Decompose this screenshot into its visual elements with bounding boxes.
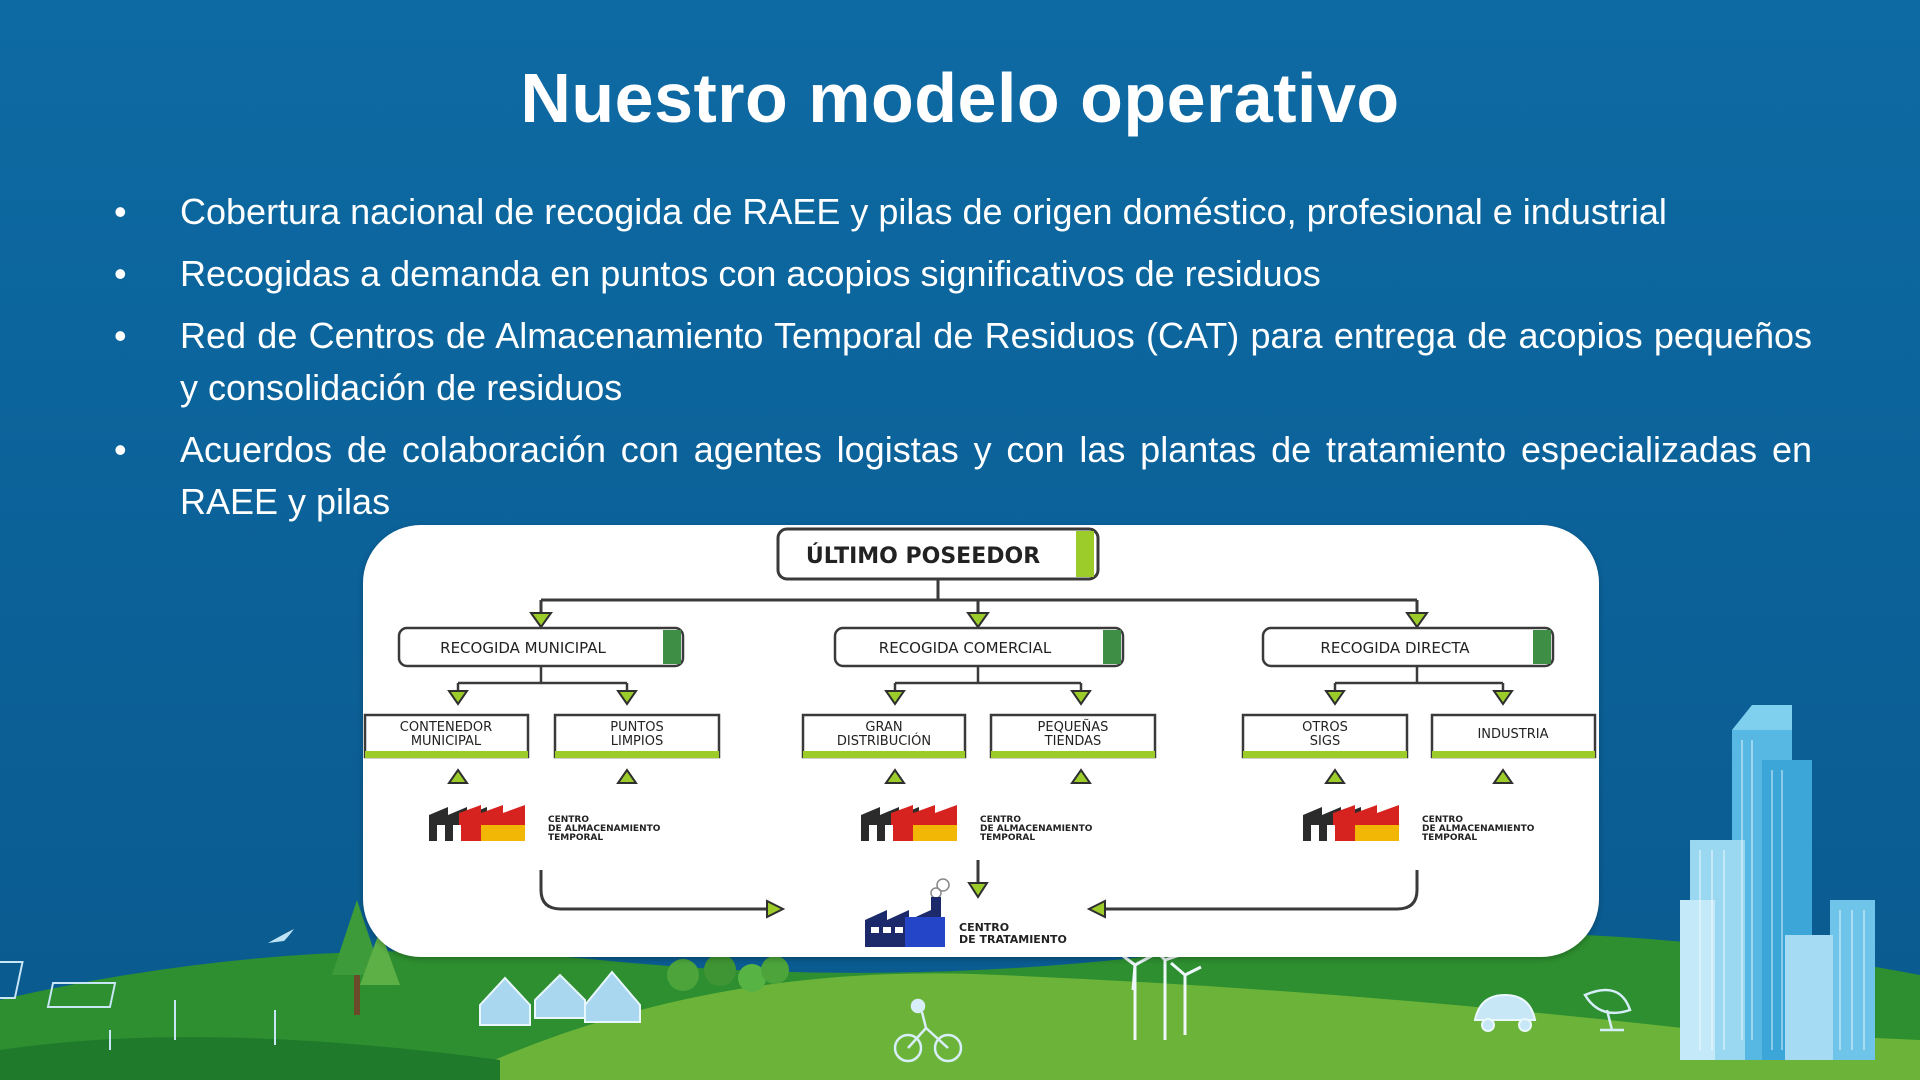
storage-label-line: TEMPORAL: [548, 833, 603, 843]
source-label-line: TIENDAS: [1044, 734, 1102, 749]
houses-icon: [479, 970, 641, 1026]
top-node-label: ÚLTIMO POSEEDOR: [806, 543, 1040, 569]
arrow-down-icon: [1405, 612, 1429, 629]
storage-label-line: DE ALMACENAMIENTO: [980, 824, 1093, 834]
source-label-line: PUNTOS: [610, 720, 664, 735]
arrow-down-icon: [884, 690, 906, 706]
arrow-up-icon: [1492, 768, 1514, 784]
bullet-item: Red de Centros de Almacenamiento Tempora…: [112, 310, 1812, 414]
warehouse-icon: [429, 805, 525, 841]
bullet-item: Cobertura nacional de recogida de RAEE y…: [112, 186, 1812, 238]
trees-icon: [332, 900, 789, 1015]
arrow-down-icon: [1324, 690, 1346, 706]
source-label-line: GRAN: [865, 720, 902, 735]
slide-title: Nuestro modelo operativo: [520, 59, 1400, 137]
channel-recogida-directa: RECOGIDA DIRECTA: [1261, 626, 1555, 668]
treatment-label-line: CENTRO: [959, 921, 1009, 934]
storage-label-line: CENTRO: [980, 815, 1021, 825]
collection-flow-diagram: ÚLTIMO POSEEDOR RECOGIDA MUNICIPAL RECOG…: [363, 525, 1599, 957]
arrow-up-icon: [884, 768, 906, 784]
source-industria: INDUSTRIA: [1430, 713, 1597, 759]
channel-recogida-comercial: RECOGIDA COMERCIAL: [833, 626, 1125, 668]
storage-label-line: TEMPORAL: [1422, 833, 1477, 843]
bullet-list: Cobertura nacional de recogida de RAEE y…: [112, 186, 1812, 538]
arrow-up-icon: [1070, 768, 1092, 784]
channel-label: RECOGIDA COMERCIAL: [879, 639, 1052, 657]
source-label-line: DISTRIBUCIÓN: [837, 733, 931, 749]
channel-recogida-municipal: RECOGIDA MUNICIPAL: [397, 626, 685, 668]
source-label-line: PEQUEÑAS: [1038, 719, 1109, 735]
arrow-down-icon: [1492, 690, 1514, 706]
arrow-right-icon: [766, 899, 786, 919]
arrow-down-icon: [616, 690, 638, 706]
solar-panels-icon: [0, 961, 276, 1050]
warehouse-icon: [861, 805, 957, 841]
arrow-up-icon: [447, 768, 469, 784]
bullet-item: Recogidas a demanda en puntos con acopio…: [112, 248, 1812, 300]
bird-icon: [268, 929, 294, 943]
source-contenedor-municipal: CONTENEDOR MUNICIPAL: [363, 713, 530, 759]
arrow-up-icon: [1324, 768, 1346, 784]
top-node-ultimo-poseedor: ÚLTIMO POSEEDOR: [776, 527, 1100, 581]
arrow-down-icon: [966, 612, 990, 629]
arrow-down-icon: [447, 690, 469, 706]
arrow-up-icon: [616, 768, 638, 784]
channel-label: RECOGIDA MUNICIPAL: [440, 639, 606, 657]
skyscrapers-icon: [1680, 705, 1875, 1060]
source-label-line: OTROS: [1302, 720, 1348, 735]
warehouse-icon: [1303, 805, 1399, 841]
storage-label-line: CENTRO: [1422, 815, 1463, 825]
source-label-line: SIGS: [1310, 734, 1340, 749]
source-label-line: MUNICIPAL: [411, 734, 482, 749]
source-gran-distribucion: GRAN DISTRIBUCIÓN: [801, 713, 967, 759]
treatment-center: CENTRO DE TRATAMIENTO: [865, 878, 1067, 947]
storage-label-line: CENTRO: [548, 815, 589, 825]
channel-label: RECOGIDA DIRECTA: [1320, 639, 1470, 657]
storage-center-comercial: CENTRO DE ALMACENAMIENTO TEMPORAL: [861, 805, 1093, 843]
storage-center-directa: CENTRO DE ALMACENAMIENTO TEMPORAL: [1303, 805, 1535, 843]
storage-center-municipal: CENTRO DE ALMACENAMIENTO TEMPORAL: [429, 805, 661, 843]
arrow-down-icon: [529, 612, 553, 629]
arrow-left-icon: [1086, 899, 1106, 919]
source-otros-sigs: OTROS SIGS: [1241, 713, 1409, 759]
source-puntos-limpios: PUNTOS LIMPIOS: [553, 713, 721, 759]
storage-label-line: DE ALMACENAMIENTO: [548, 824, 661, 834]
treatment-label-line: DE TRATAMIENTO: [959, 933, 1067, 946]
storage-label-line: DE ALMACENAMIENTO: [1422, 824, 1535, 834]
source-label-line: INDUSTRIA: [1477, 727, 1548, 742]
storage-label-line: TEMPORAL: [980, 833, 1035, 843]
factory-icon: [865, 878, 950, 947]
arrow-down-icon: [1070, 690, 1092, 706]
source-label-line: CONTENEDOR: [400, 720, 492, 735]
cyclist-icon: [893, 998, 963, 1063]
arrow-down-icon: [967, 882, 989, 899]
source-pequenas-tiendas: PEQUEÑAS TIENDAS: [989, 713, 1157, 759]
flow-diagram-svg: ÚLTIMO POSEEDOR RECOGIDA MUNICIPAL RECOG…: [363, 527, 1597, 947]
satellite-dish-icon: [1583, 988, 1632, 1032]
bullet-item: Acuerdos de colaboración con agentes log…: [112, 424, 1812, 528]
electric-car-icon: [1473, 993, 1537, 1032]
source-label-line: LIMPIOS: [611, 734, 663, 749]
